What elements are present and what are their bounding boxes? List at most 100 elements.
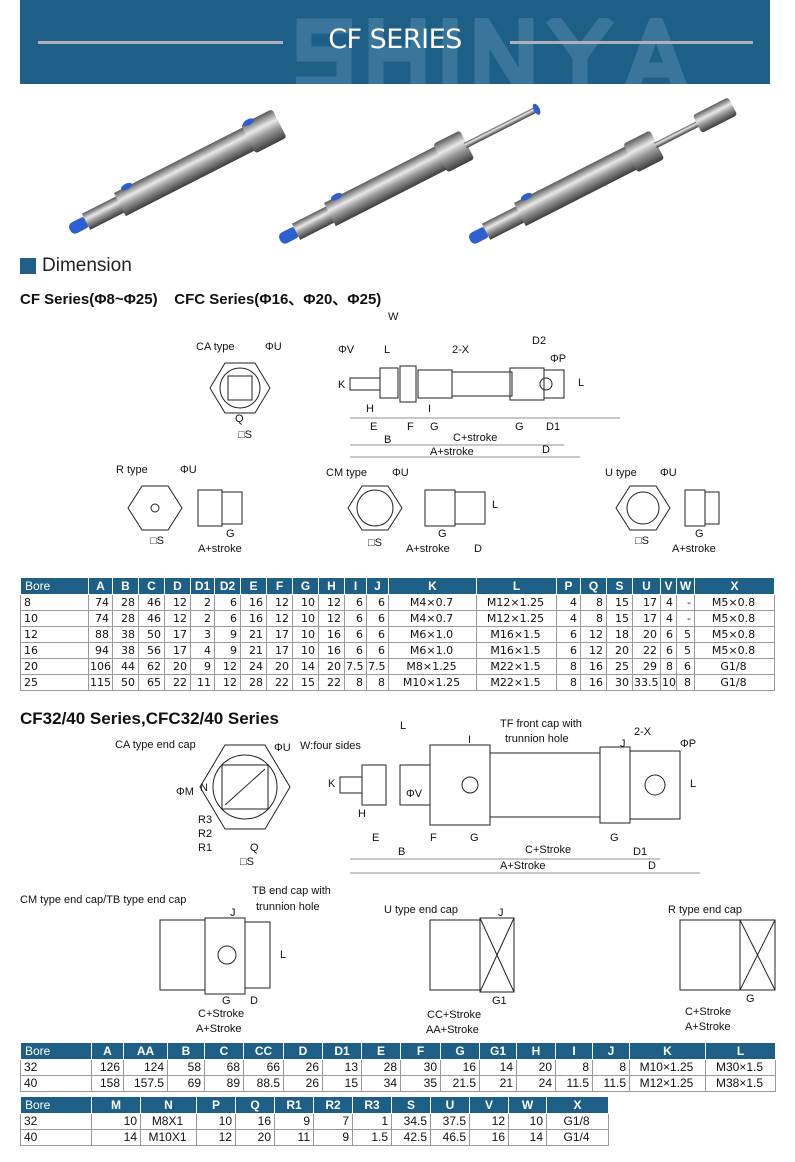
table-cell: 20	[632, 625, 661, 643]
table-cell: 20	[235, 1128, 275, 1146]
column-header: J	[592, 1043, 630, 1060]
table-cell: 2	[190, 593, 215, 611]
dimension-label: □S	[150, 535, 164, 547]
table-cell: 6	[214, 593, 241, 611]
table-cell: 12	[164, 593, 191, 611]
dimension-label: E	[370, 421, 377, 433]
heading-marker	[20, 258, 36, 274]
dimension-label: CM type end cap/TB type end cap	[20, 894, 186, 906]
table-cell: 6	[344, 609, 367, 627]
dimension-label: ΦU	[274, 742, 291, 754]
table-cell: 12	[266, 609, 293, 627]
table-cell: 15	[322, 1074, 362, 1092]
column-header: D1	[190, 578, 215, 595]
table-cell: 8	[344, 673, 367, 691]
table-cell: M4×0.7	[388, 609, 477, 627]
table-cell: 58	[167, 1058, 205, 1076]
table-cell: 1	[352, 1112, 392, 1130]
table-cell: 8	[366, 673, 389, 691]
table-cell: 20	[266, 657, 293, 675]
dimension-label: L	[578, 377, 584, 389]
table-cell: 21	[240, 625, 267, 643]
table-cell: 24	[516, 1074, 556, 1092]
dimension-label: F	[430, 832, 437, 844]
table-cell: 5	[676, 641, 695, 659]
table-cell: 12	[580, 625, 607, 643]
dimension-label: A+Stroke	[500, 860, 546, 872]
table-cell: M6×1.0	[388, 625, 477, 643]
column-header: R1	[274, 1097, 314, 1114]
table-cell: 6	[556, 625, 581, 643]
table-cell: 28	[361, 1058, 401, 1076]
dimension-label: A+stroke	[430, 446, 474, 458]
table-cell: 18	[606, 625, 633, 643]
table-cell: 26	[283, 1074, 323, 1092]
column-header: C	[138, 578, 165, 595]
table-cell: 16	[20, 641, 89, 659]
dimension-label: ΦU	[660, 467, 677, 479]
column-header: V	[469, 1097, 509, 1114]
table-cell: 22	[318, 673, 345, 691]
column-header: A	[91, 1043, 124, 1060]
table-cell: 17	[266, 641, 293, 659]
dimension-label: L	[280, 949, 286, 961]
column-header: G	[292, 578, 319, 595]
table-cell: M22×1.5	[476, 673, 557, 691]
column-header: A	[88, 578, 113, 595]
dimension-label: ΦM	[176, 786, 194, 798]
dimension-label: G1	[492, 995, 507, 1007]
table-cell: 21	[479, 1074, 517, 1092]
column-header: N	[140, 1097, 197, 1114]
column-header: L	[705, 1043, 776, 1060]
table-cell: 32	[20, 1058, 92, 1076]
dimension-label: R2	[198, 828, 212, 840]
column-header: S	[391, 1097, 431, 1114]
table-cell: 8	[556, 673, 581, 691]
dimension-label: ΦU	[392, 467, 409, 479]
table-cell: G1/4	[546, 1128, 609, 1146]
column-header: U	[632, 578, 661, 595]
table-cell: 106	[88, 657, 113, 675]
dimension-label: A+stroke	[672, 543, 716, 555]
series-subtitle: CF Series(Φ8~Φ25) CFC Series(Φ16、Φ20、Φ25…	[20, 291, 382, 308]
table-cell: 12	[580, 641, 607, 659]
column-header: H	[318, 578, 345, 595]
table-cell: 4	[660, 609, 677, 627]
table-cell: 37.5	[430, 1112, 470, 1130]
table-cell: 21.5	[440, 1074, 480, 1092]
table-cell: 6	[676, 657, 695, 675]
table-cell: 20	[318, 657, 345, 675]
dimension-label: CA type	[196, 341, 235, 353]
table-cell: 12	[214, 657, 241, 675]
table-cell: 11.5	[555, 1074, 593, 1092]
dimension-label: D1	[546, 421, 560, 433]
dimension-label: K	[338, 379, 346, 391]
table-cell: 62	[138, 657, 165, 675]
table-cell: 2	[190, 609, 215, 627]
table-cell: 17	[164, 641, 191, 659]
table-cell: 38	[112, 641, 139, 659]
dimension-label: trunnion hole	[505, 733, 569, 745]
dimension-label: D	[474, 543, 482, 555]
column-header: R2	[313, 1097, 353, 1114]
section-heading: Dimension	[20, 255, 132, 277]
page-title: CF SERIES	[328, 24, 462, 55]
table-cell: 3	[190, 625, 215, 643]
column-header: Bore	[20, 1043, 92, 1060]
table-cell: M10×1.25	[388, 673, 477, 691]
table-cell: M38×1.5	[705, 1074, 776, 1092]
divider	[510, 41, 753, 44]
table-cell: 6	[366, 641, 389, 659]
table-cell: 29	[632, 657, 661, 675]
dimension-label: CA type end cap	[115, 739, 196, 751]
column-header: Bore	[20, 1097, 92, 1114]
dimension-label: trunnion hole	[256, 901, 320, 913]
dimension-label: A+Stroke	[685, 1021, 731, 1033]
dimension-label: G	[430, 421, 439, 433]
table-cell: 16	[469, 1128, 509, 1146]
table-cell: M22×1.5	[476, 657, 557, 675]
dimension-heading: Dimension	[42, 255, 132, 276]
